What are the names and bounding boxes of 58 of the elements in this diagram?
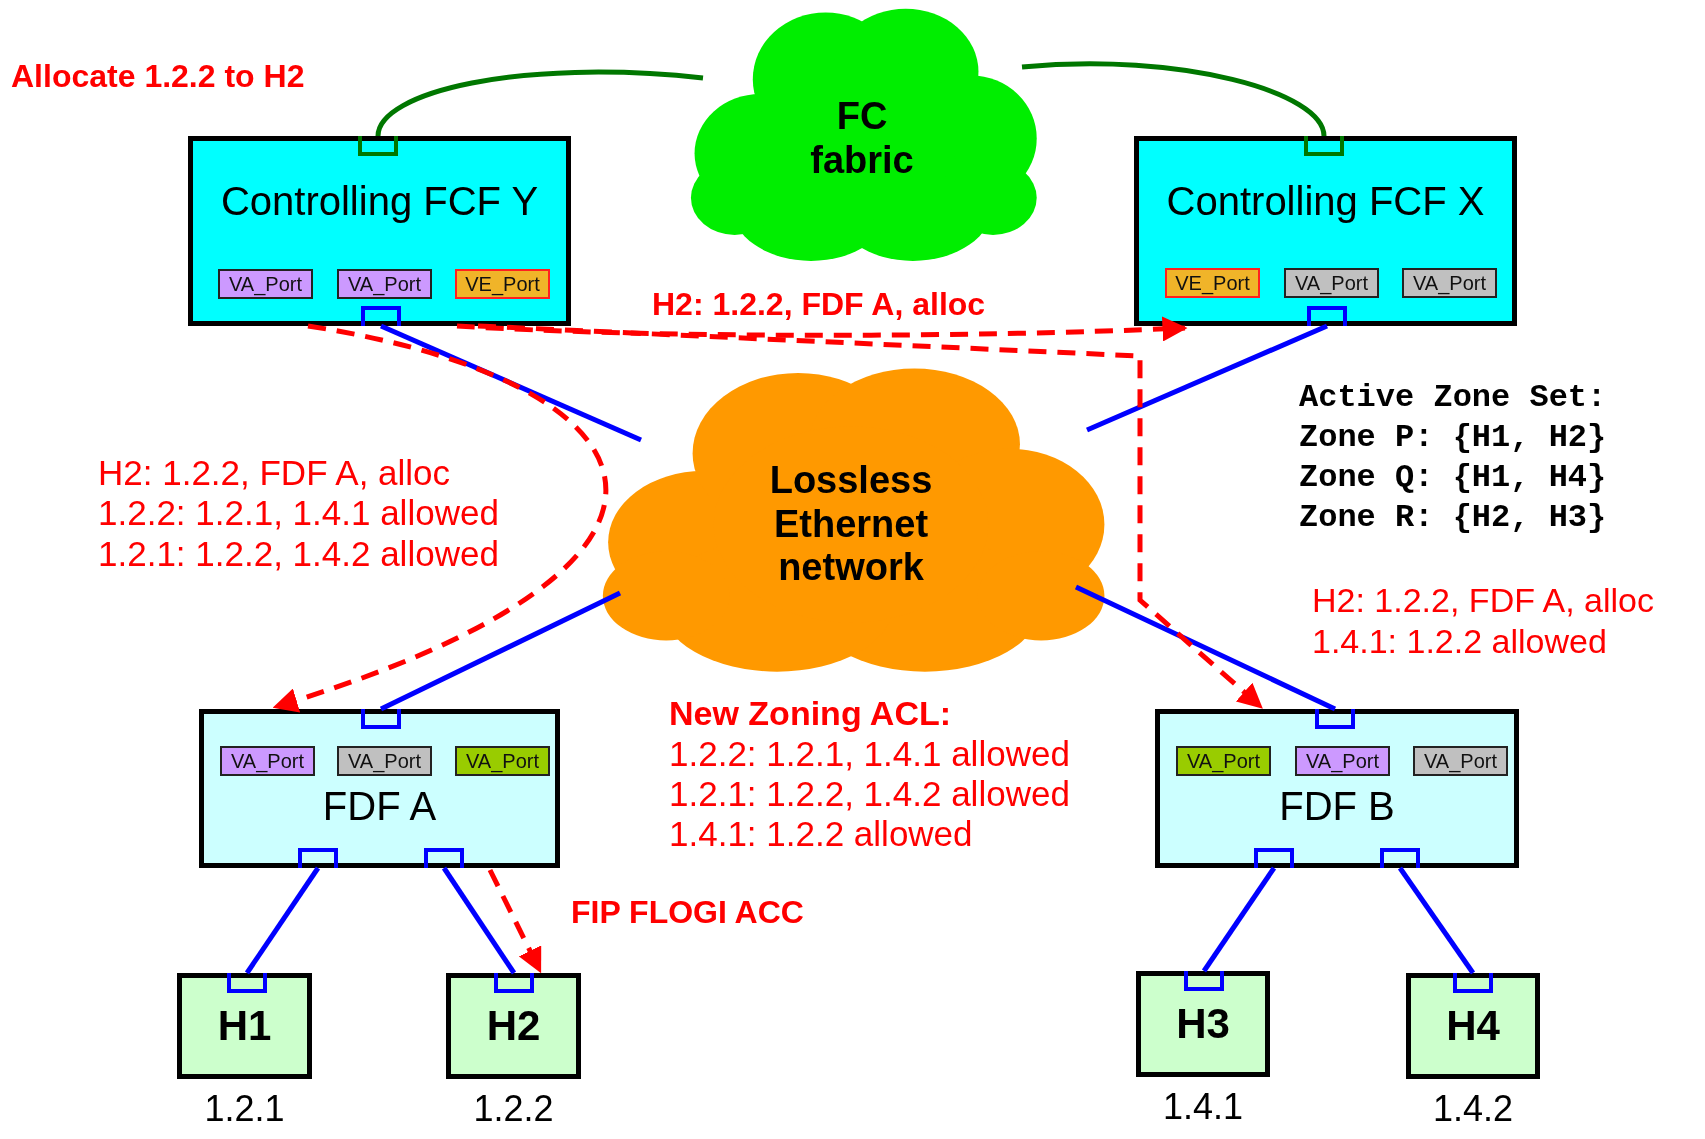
link-line xyxy=(1201,866,1277,973)
note-text: 1.4.1: 1.2.2 allowed xyxy=(669,816,973,851)
switch-box xyxy=(188,136,571,326)
arrow xyxy=(456,316,1188,342)
switch-name: FDF A xyxy=(322,786,437,826)
note-text: 1.2.1: 1.2.2, 1.4.2 allowed xyxy=(669,776,1070,811)
note-text: 1.2.2: 1.2.1, 1.4.1 allowed xyxy=(98,495,499,530)
cloud-label: FC fabric xyxy=(809,94,915,183)
link-line xyxy=(375,69,704,137)
note-text: New Zoning ACL: xyxy=(669,696,952,730)
note-text: Active Zone Set: xyxy=(1299,382,1607,414)
switch-name: FDF B xyxy=(1279,786,1395,826)
note-text: 1.2.1: 1.2.2, 1.4.2 allowed xyxy=(98,536,499,571)
port-tag: VE_Port xyxy=(455,269,550,299)
port-tag: VA_Port xyxy=(337,269,432,299)
note-text: 1.4.1: 1.2.2 allowed xyxy=(1312,624,1607,658)
switch-name: Controlling FCF X xyxy=(1166,181,1485,221)
note-text: H2: 1.2.2, FDF A, alloc xyxy=(652,288,986,320)
arrow xyxy=(487,868,543,974)
host-name: H1 xyxy=(217,1005,272,1047)
link-line xyxy=(1397,866,1476,975)
switch-box xyxy=(1134,136,1517,326)
host-box xyxy=(446,973,581,1079)
host-box xyxy=(177,973,312,1079)
switch-box xyxy=(1155,709,1519,868)
port-tag: VA_Port xyxy=(337,746,432,776)
port-tag: VA_Port xyxy=(218,269,313,299)
address-label: 1.2.2 xyxy=(472,1091,555,1127)
link-line xyxy=(441,866,517,975)
note-text: Zone Q: {H1, H4} xyxy=(1299,462,1607,494)
host-name: H3 xyxy=(1176,1003,1230,1045)
note-text: Zone R: {H2, H3} xyxy=(1299,502,1607,534)
host-box xyxy=(1406,973,1540,1079)
cloud-label: Lossless Ethernet network xyxy=(768,458,934,591)
port-tag: VA_Port xyxy=(455,746,550,776)
port-tag: VA_Port xyxy=(1176,746,1271,776)
address-label: 1.4.2 xyxy=(1431,1091,1515,1127)
note-text: H2: 1.2.2, FDF A, alloc xyxy=(98,455,451,490)
link-line xyxy=(1021,61,1327,137)
note-text: H2: 1.2.2, FDF A, alloc xyxy=(1312,583,1655,617)
link-line xyxy=(244,866,321,975)
port-tag: VE_Port xyxy=(1165,268,1260,298)
note-text: Zone P: {H1, H2} xyxy=(1299,422,1607,454)
host-name: H2 xyxy=(486,1005,541,1047)
port-tag: VA_Port xyxy=(220,746,315,776)
port-tag: VA_Port xyxy=(1402,268,1497,298)
switch-box xyxy=(199,709,560,868)
note-text: FIP FLOGI ACC xyxy=(571,896,804,928)
address-label: 1.2.1 xyxy=(203,1091,286,1127)
note-text: Allocate 1.2.2 to H2 xyxy=(11,60,305,92)
switch-name: Controlling FCF Y xyxy=(220,181,539,221)
host-name: H4 xyxy=(1446,1005,1500,1047)
address-label: 1.4.1 xyxy=(1161,1089,1245,1125)
host-box xyxy=(1136,971,1270,1077)
note-text: 1.2.2: 1.2.1, 1.4.1 allowed xyxy=(669,736,1070,771)
port-tag: VA_Port xyxy=(1284,268,1379,298)
port-tag: VA_Port xyxy=(1413,746,1508,776)
port-tag: VA_Port xyxy=(1295,746,1390,776)
